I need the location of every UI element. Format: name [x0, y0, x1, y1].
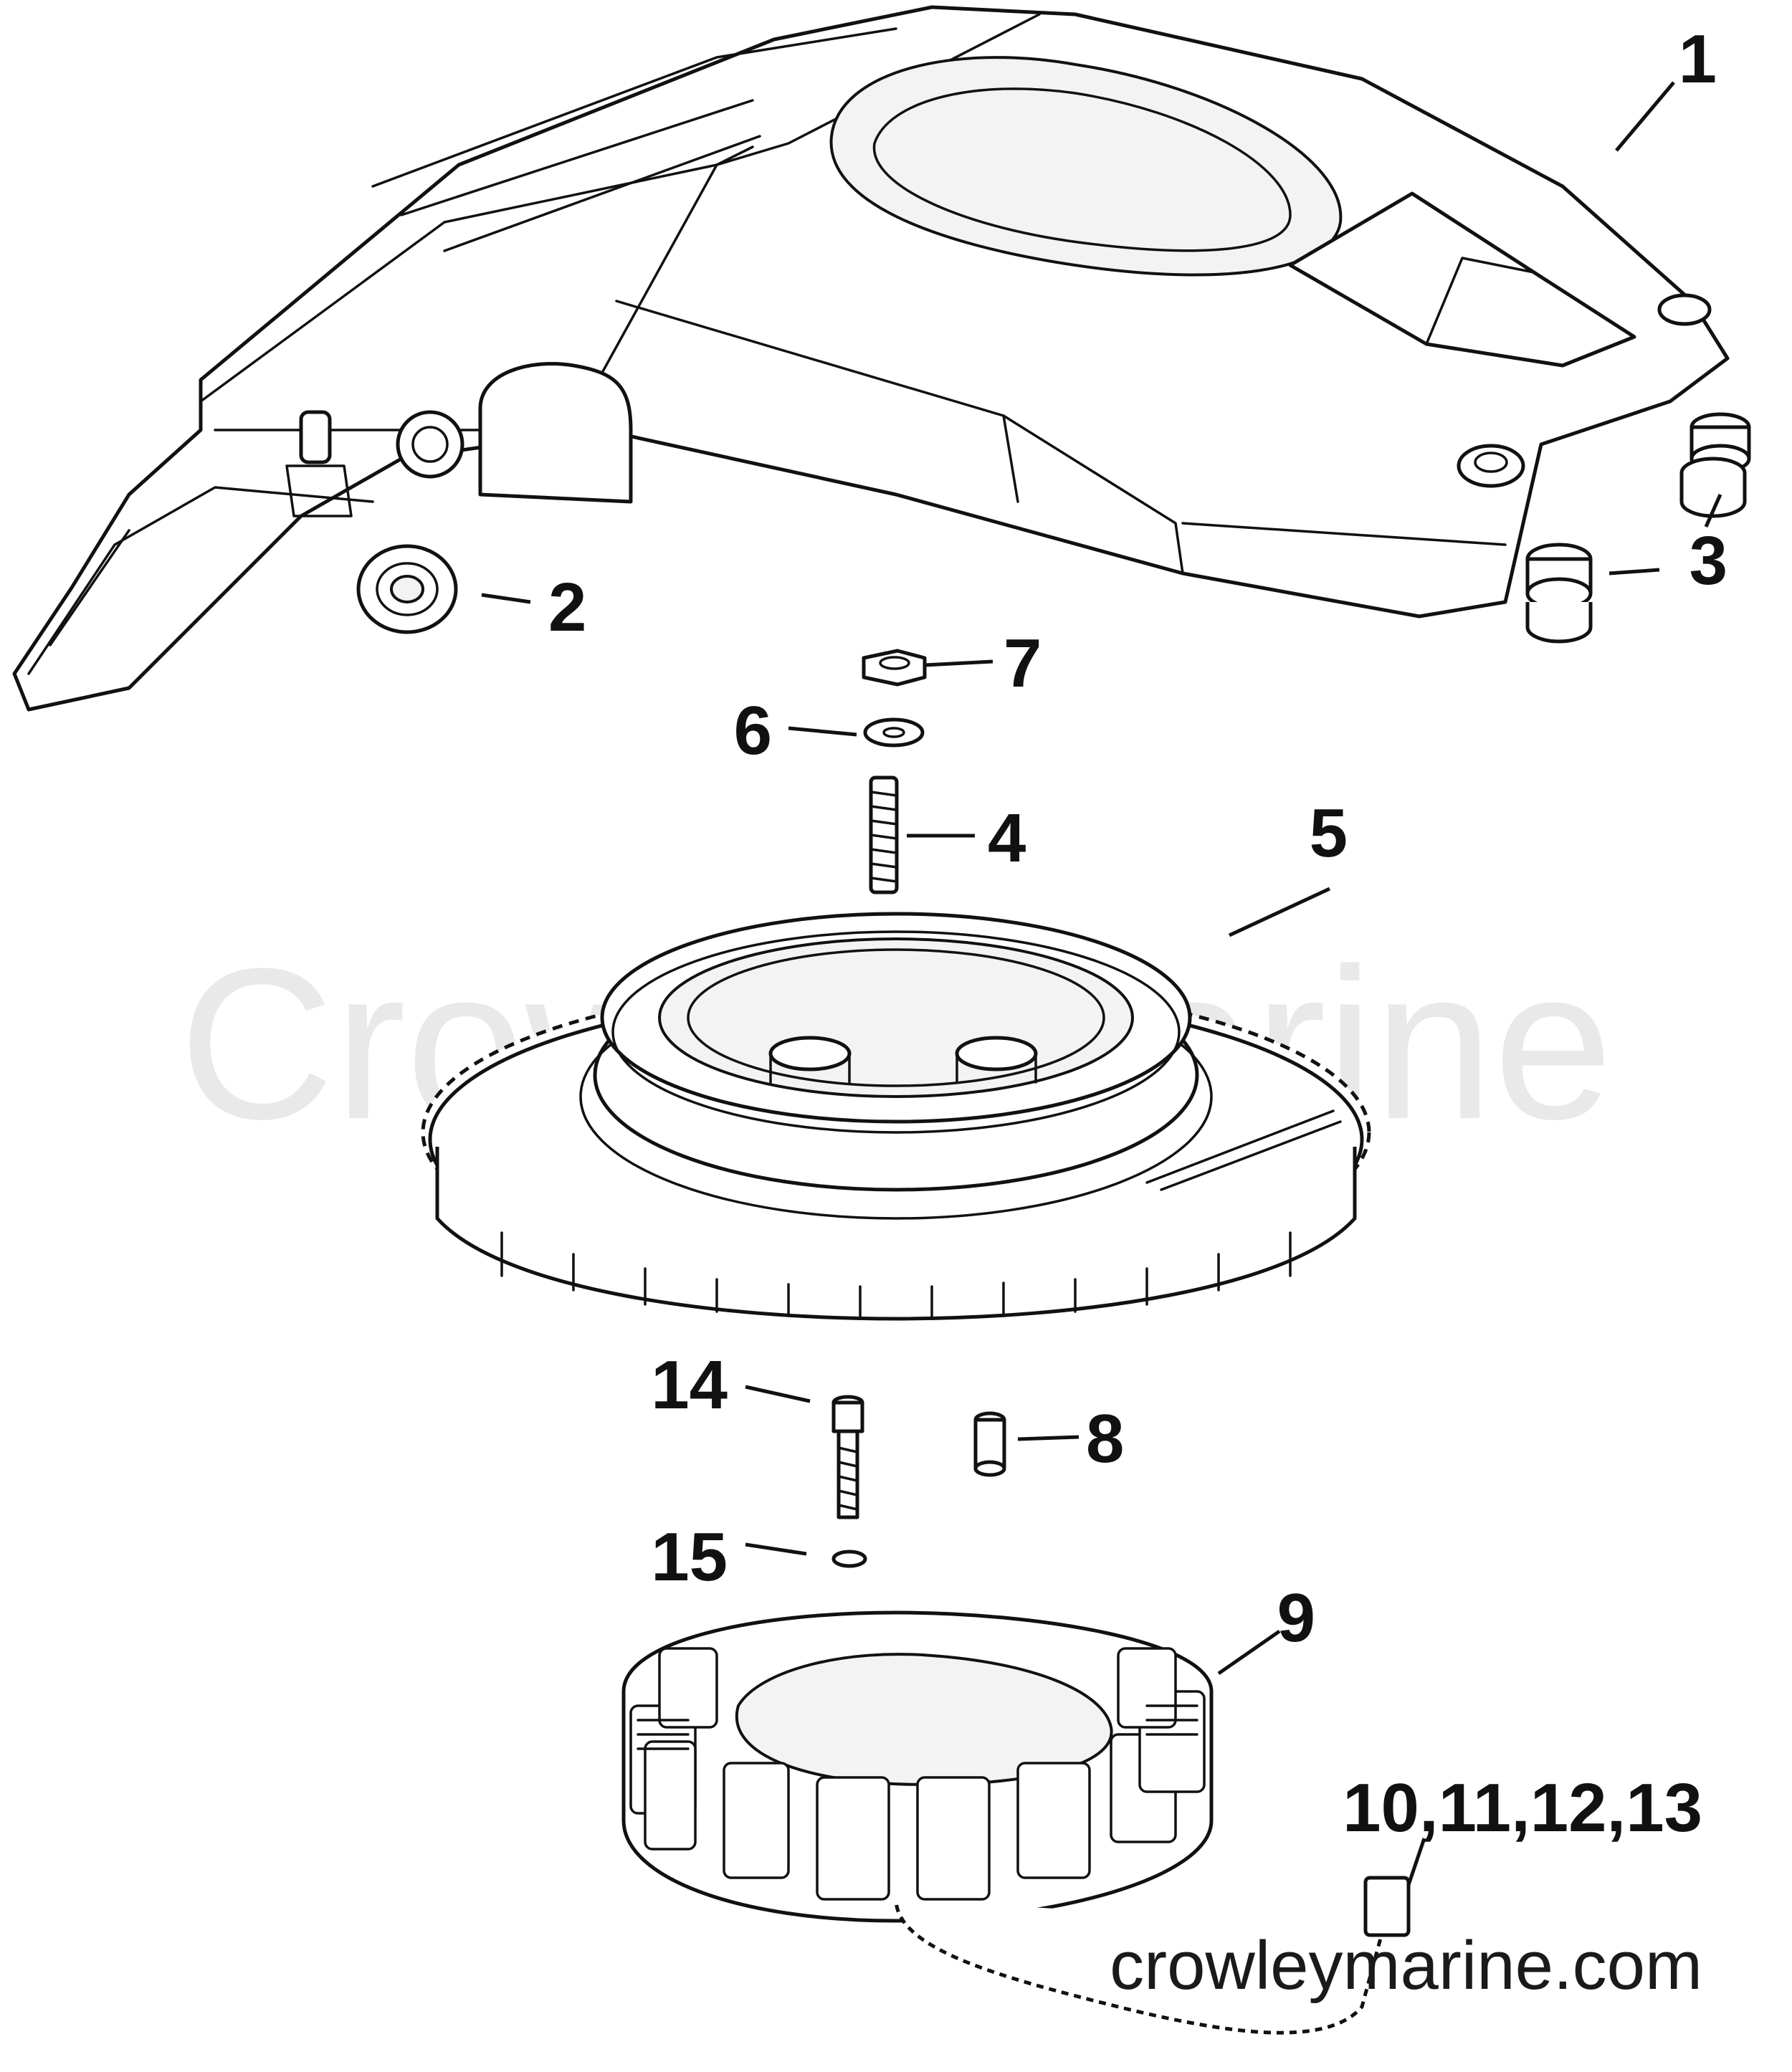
- callout-6: 6: [734, 692, 772, 769]
- callout-labels: 1 2 3 4 5 6 7 8 9 10,11,12,13 14 15: [548, 21, 1727, 1846]
- callout-14: 14: [651, 1347, 728, 1423]
- callout-4: 4: [988, 800, 1026, 877]
- callout-3: 3: [1689, 522, 1727, 599]
- callout-2: 2: [548, 569, 586, 646]
- callout-10-11-12-13: 10,11,12,13: [1343, 1770, 1702, 1846]
- flywheel-cover: [12, 5, 1730, 712]
- nut-part-7: [862, 649, 927, 687]
- rubber-mounts-part-3: [1525, 412, 1751, 644]
- callout-7: 7: [1004, 625, 1042, 702]
- grommet-part-2: [356, 544, 458, 634]
- site-url: crowleymarine.com: [1110, 1927, 1702, 2004]
- callout-1: 1: [1679, 21, 1717, 97]
- screw-part-14: [831, 1395, 864, 1519]
- callout-8: 8: [1086, 1400, 1124, 1477]
- callout-5: 5: [1310, 795, 1348, 872]
- leader-lines: [481, 81, 1722, 1886]
- callout-9: 9: [1277, 1580, 1315, 1656]
- flywheel-part-5: [421, 912, 1371, 1321]
- stud-part-4: [869, 775, 899, 894]
- stator-part-9: [621, 1610, 1411, 2037]
- dowel-part-8: [973, 1411, 1006, 1477]
- callout-15: 15: [651, 1519, 728, 1595]
- washer-part-6: [863, 717, 925, 748]
- washer-part-15: [831, 1550, 867, 1568]
